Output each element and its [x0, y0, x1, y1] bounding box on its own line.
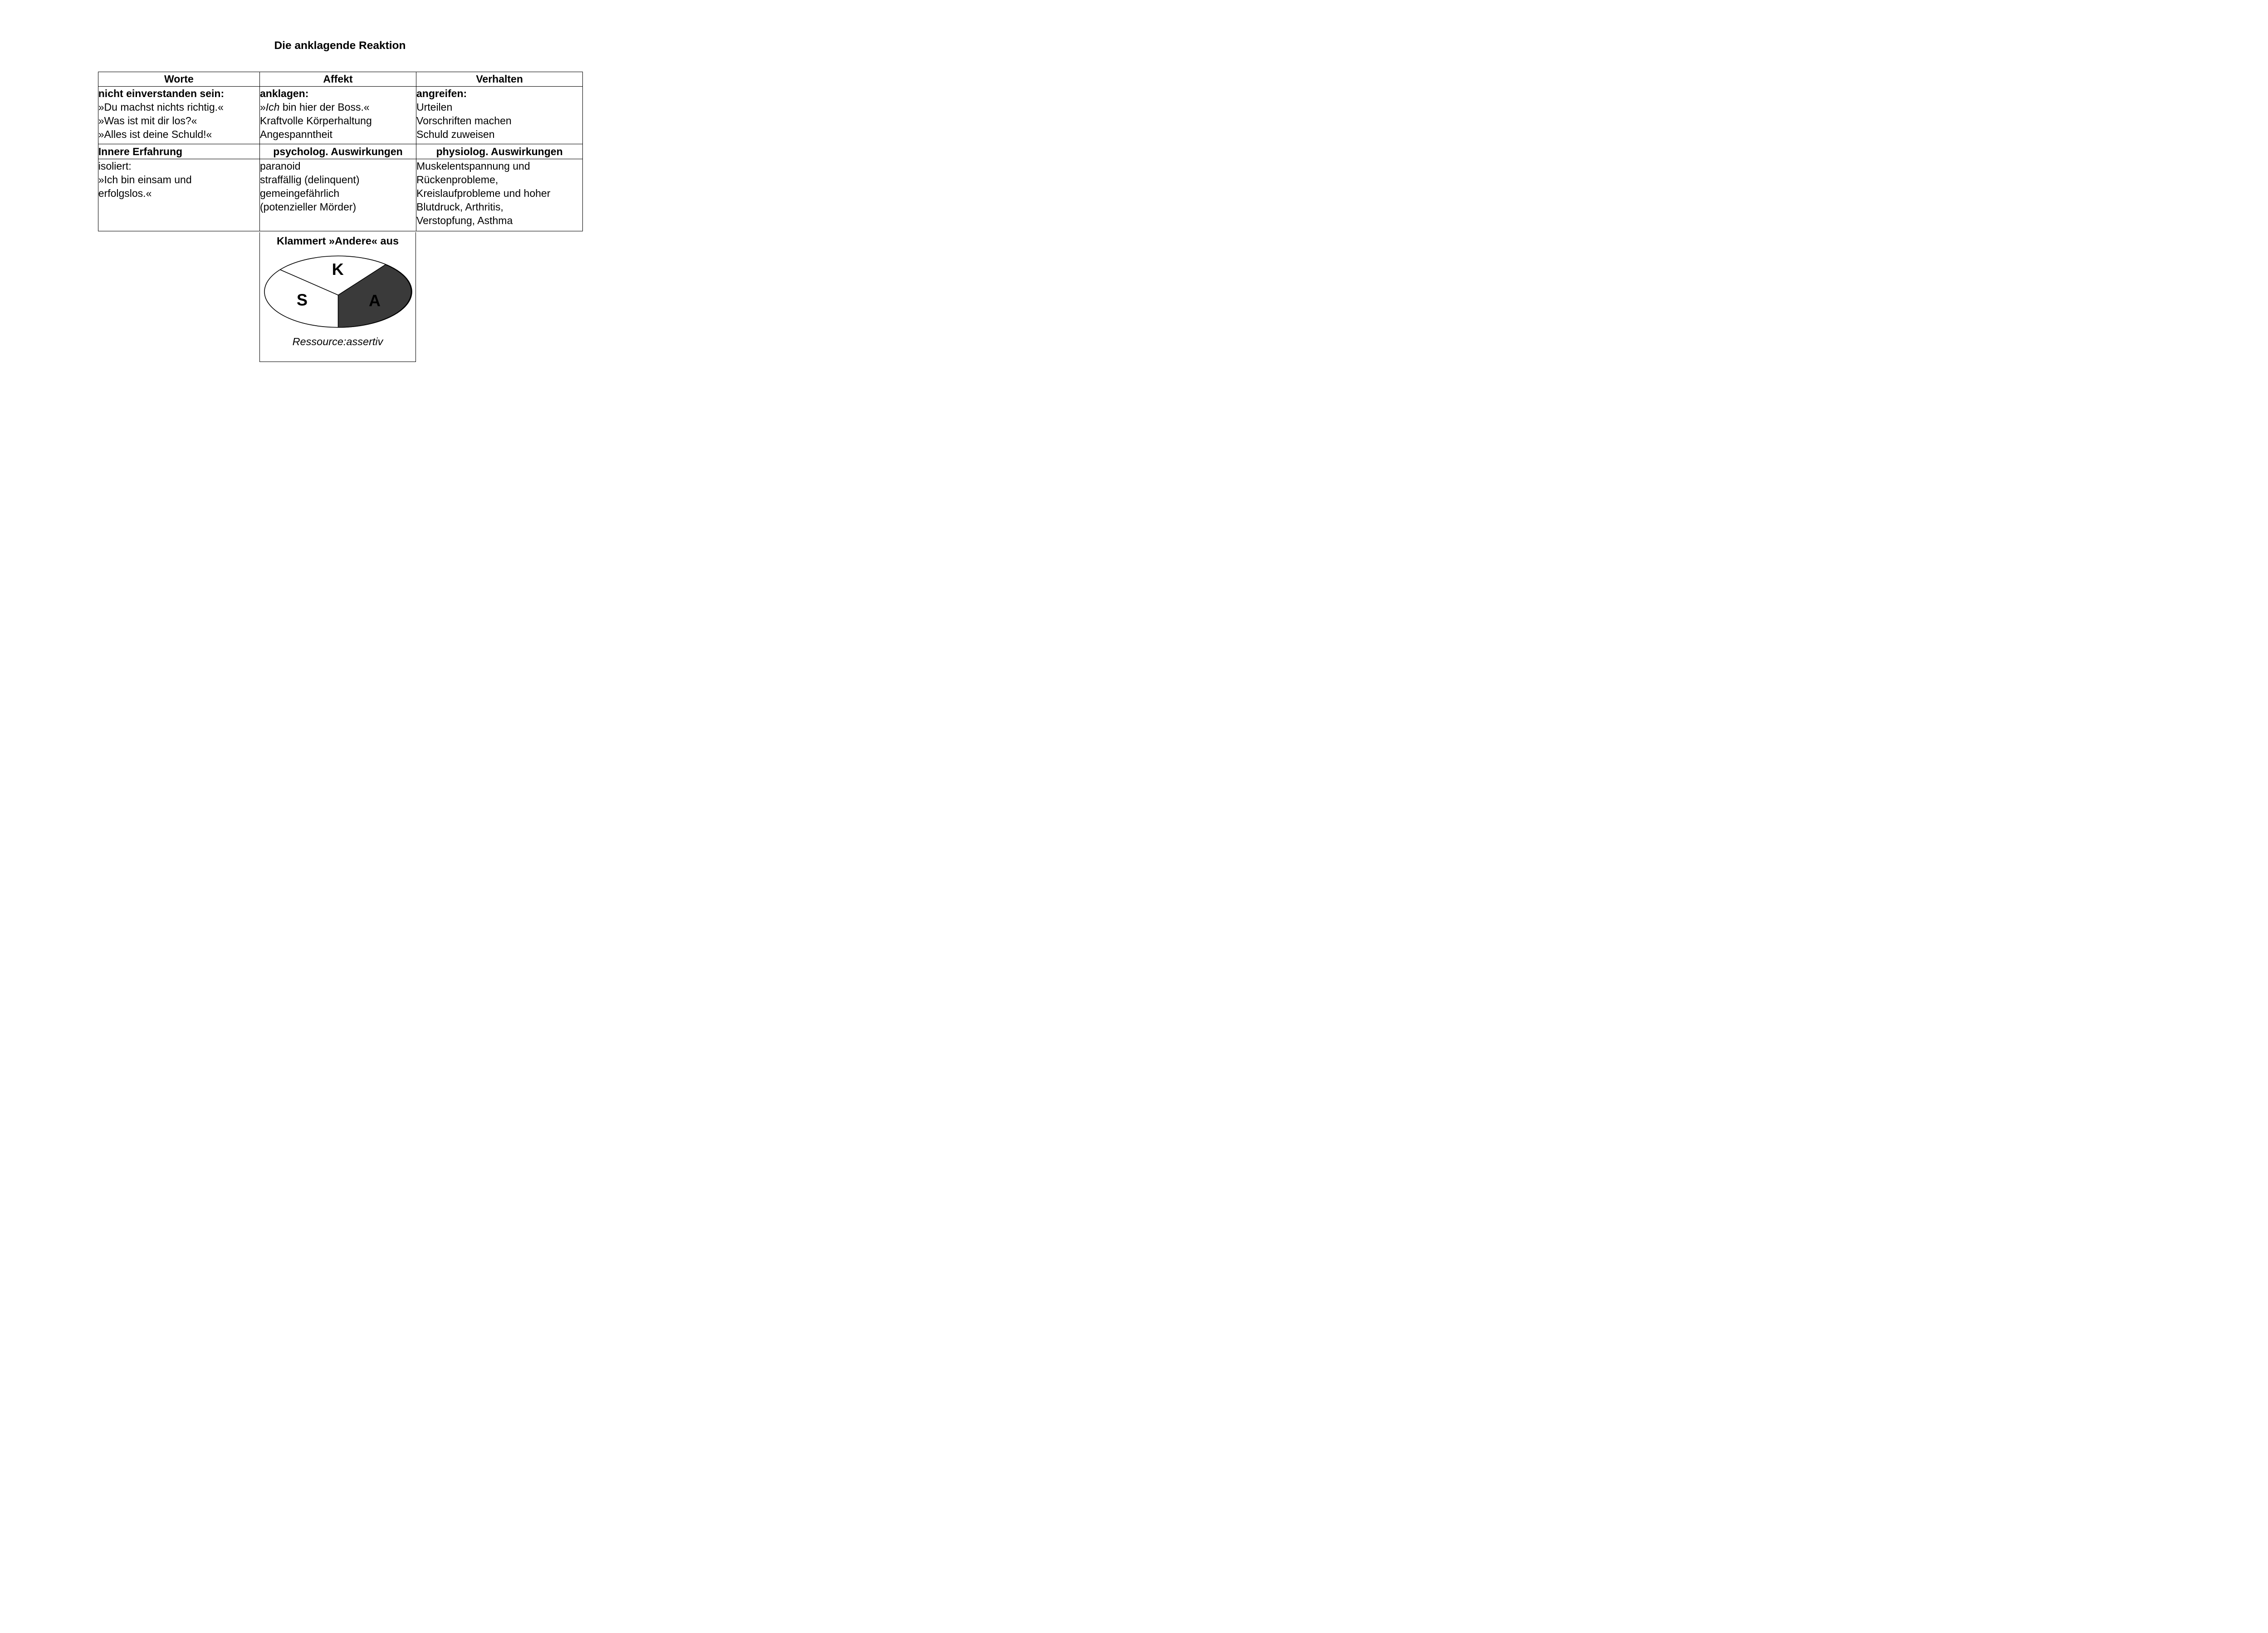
- pie-divider-left: [280, 269, 338, 295]
- ksa-pie-diagram: K S A: [264, 255, 412, 328]
- text-line: Vorschriften machen: [416, 115, 512, 127]
- text-line: Kraftvolle Körperhaltung: [260, 115, 372, 127]
- subheader-psycholog-auswirkungen: psycholog. Auswirkungen: [259, 144, 416, 160]
- text-line: Verstopfung, Asthma: [416, 215, 513, 227]
- text-line: Angespanntheit: [260, 128, 332, 141]
- text-line: nicht einverstanden sein:: [98, 88, 225, 100]
- table-row: nicht einverstanden sein:»Du machst nich…: [98, 86, 583, 145]
- reaction-table: Worte Affekt Verhalten nicht einverstand…: [98, 72, 583, 232]
- subheader-innere-erfahrung: Innere Erfahrung: [98, 144, 260, 160]
- table-header-row: Worte Affekt Verhalten: [98, 72, 583, 87]
- diagram-box: Klammert »Andere« aus K S A Ressource:as…: [259, 232, 416, 362]
- text-line: »Was ist mit dir los?«: [98, 115, 197, 127]
- pie-label-k: K: [332, 260, 344, 279]
- text-line: Blutdruck, Arthritis,: [416, 201, 503, 213]
- text-line: anklagen:: [260, 88, 309, 100]
- text-line: angreifen:: [416, 88, 467, 100]
- column-header-verhalten: Verhalten: [415, 72, 583, 87]
- text-line: »Du machst nichts richtig.«: [98, 101, 224, 113]
- diagram-heading: Klammert »Andere« aus: [276, 235, 399, 247]
- diagram-caption: Ressource:assertiv: [292, 335, 383, 347]
- text-line: paranoid: [260, 160, 301, 172]
- text-line: Urteilen: [416, 101, 453, 113]
- text-line: Rückenprobleme,: [416, 174, 499, 186]
- text-line: erfolgslos.«: [98, 187, 152, 200]
- pie-label-s: S: [297, 290, 308, 309]
- text-line: Kreislaufprobleme und hoher: [416, 187, 551, 200]
- text-line: straffällig (delinquent): [260, 174, 360, 186]
- pie-label-a: A: [369, 291, 381, 310]
- text-line: (potenzieller Mörder): [260, 201, 357, 213]
- text-line: isoliert:: [98, 160, 132, 172]
- document-page: Die anklagende Reaktion Worte Affekt Ver…: [0, 0, 680, 408]
- page-title: Die anklagende Reaktion: [274, 39, 406, 52]
- text-line: gemeingefährlich: [260, 187, 340, 200]
- column-header-worte: Worte: [98, 72, 260, 87]
- cell-psycholog: paranoid straffällig (delinquent)gemeinge…: [259, 159, 416, 232]
- text-line: Schuld zuweisen: [416, 128, 495, 141]
- text-line: »Alles ist deine Schuld!«: [98, 128, 212, 141]
- pie-segment-a: [337, 264, 412, 328]
- subheader-physiolog-auswirkungen: physiolog. Auswirkungen: [415, 144, 583, 160]
- cell-worte: nicht einverstanden sein:»Du machst nich…: [98, 86, 260, 145]
- text-line: »Ich bin hier der Boss.«: [260, 101, 370, 113]
- text-line: Muskelentspannung und: [416, 160, 530, 172]
- cell-affekt: anklagen:»Ich bin hier der Boss.« Kraftvo…: [259, 86, 416, 145]
- text-line: »Ich bin einsam und: [98, 174, 192, 186]
- column-header-affekt: Affekt: [259, 72, 416, 87]
- table-subheader-row: Innere Erfahrung psycholog. Auswirkungen…: [98, 144, 583, 160]
